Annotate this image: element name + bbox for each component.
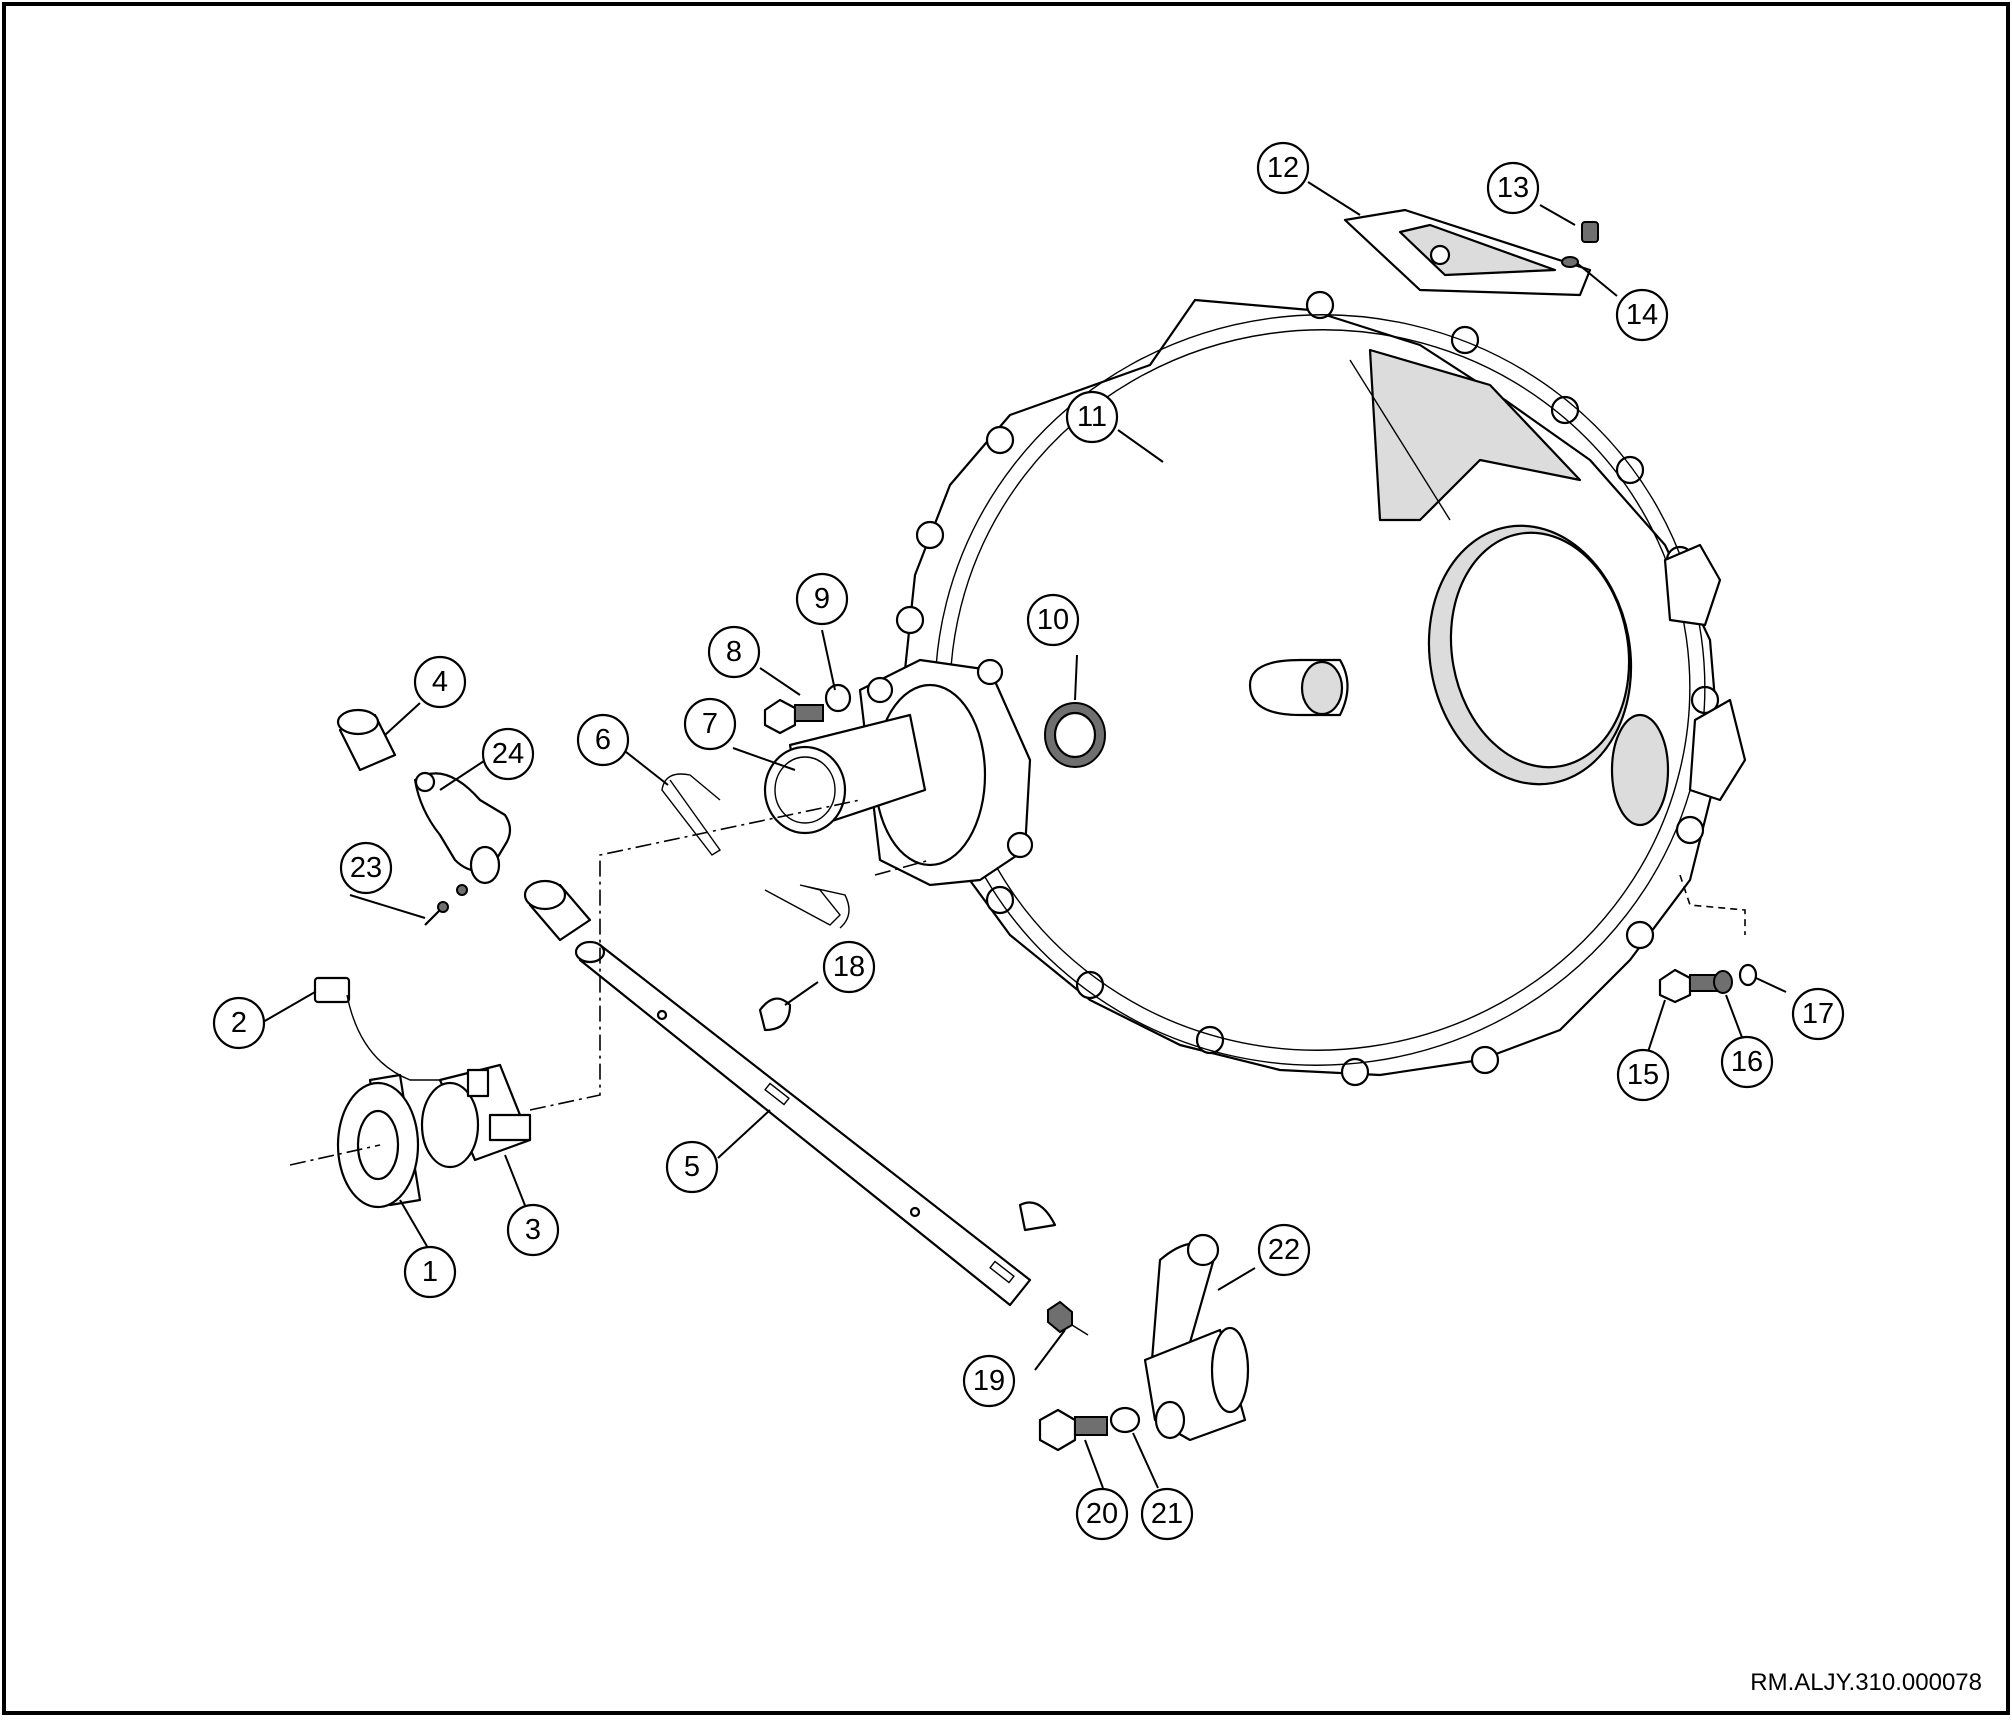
part-5-release-shaft: [574, 940, 1032, 1307]
callout-14: 14: [1615, 288, 1669, 342]
part-4-bushing: [336, 708, 397, 772]
part-16-washer: [1713, 970, 1733, 994]
svg-text:12: 12: [1267, 152, 1299, 184]
part-12-cover-plate: [1343, 208, 1592, 297]
part-23-screw: [424, 884, 468, 926]
reference-code: RM.ALJY.310.000078: [1750, 1669, 1982, 1696]
svg-text:13: 13: [1497, 172, 1529, 204]
part-17-washer: [1738, 963, 1758, 987]
callout-18: 18: [822, 940, 876, 994]
part-2-sensor: [313, 976, 460, 1081]
svg-text:22: 22: [1268, 1234, 1300, 1266]
part-8-bolt: [763, 698, 824, 735]
callout-7: 7: [683, 697, 737, 751]
svg-text:24: 24: [492, 738, 524, 770]
axis-line-bearing: [289, 1144, 381, 1166]
part-22-release-lever: [1143, 1233, 1250, 1442]
callout-10: 10: [1026, 593, 1080, 647]
svg-text:16: 16: [1731, 1046, 1763, 1078]
callout-16: 16: [1720, 1035, 1774, 1089]
callout-13: 13: [1486, 161, 1540, 215]
svg-text:8: 8: [726, 636, 742, 668]
part-9-washer: [824, 683, 852, 713]
part-11-clutch-housing: [895, 290, 1747, 1087]
callout-4: 4: [413, 655, 467, 709]
callout-6: 6: [576, 713, 630, 767]
callout-1: 1: [403, 1245, 457, 1299]
svg-text:10: 10: [1037, 604, 1069, 636]
svg-text:5: 5: [684, 1151, 700, 1183]
svg-text:18: 18: [833, 951, 865, 983]
callout-3: 3: [506, 1203, 560, 1257]
callout-9: 9: [795, 572, 849, 626]
callout-11: 11: [1065, 390, 1119, 444]
part-18-key: [758, 997, 792, 1032]
svg-text:1: 1: [422, 1256, 438, 1288]
part-14-washer: [1561, 256, 1579, 268]
shaft-bushing: [523, 879, 592, 942]
part-10-oil-seal: [1044, 702, 1106, 768]
svg-text:7: 7: [702, 708, 718, 740]
part-13-bolt: [1581, 221, 1599, 243]
svg-text:19: 19: [973, 1365, 1005, 1397]
callout-19: 19: [962, 1354, 1016, 1408]
svg-text:21: 21: [1151, 1498, 1183, 1530]
svg-text:17: 17: [1802, 998, 1834, 1030]
part-6-clip: [661, 773, 850, 929]
callout-12: 12: [1256, 141, 1310, 195]
part-19-grease-nipple: [1047, 1300, 1089, 1336]
part-20-bolt: [1038, 1408, 1108, 1452]
svg-text:9: 9: [814, 583, 830, 615]
callout-17: 17: [1791, 987, 1845, 1041]
callout-15: 15: [1616, 1048, 1670, 1102]
key-lower: [1018, 1201, 1057, 1232]
part-1-release-bearing: [336, 1073, 422, 1209]
axis-line-main: [529, 799, 861, 1111]
part-7-bearing-guide: [763, 658, 1034, 887]
svg-text:2: 2: [231, 1007, 247, 1039]
part-21-washer: [1109, 1406, 1141, 1434]
svg-text:6: 6: [595, 724, 611, 756]
callout-22: 22: [1257, 1223, 1311, 1277]
part-24-release-fork: [413, 771, 512, 885]
svg-text:11: 11: [1077, 401, 1107, 433]
callout-5: 5: [665, 1140, 719, 1194]
svg-text:20: 20: [1086, 1498, 1118, 1530]
callout-20: 20: [1075, 1487, 1129, 1541]
svg-text:3: 3: [525, 1214, 541, 1246]
callout-21: 21: [1140, 1487, 1194, 1541]
svg-text:4: 4: [432, 666, 448, 698]
part-3-bearing-sleeve: [420, 1063, 532, 1169]
callout-8: 8: [707, 625, 761, 679]
svg-text:15: 15: [1627, 1059, 1659, 1091]
leader-lines: [262, 181, 1787, 1489]
callout-24: 24: [481, 727, 535, 781]
callout-23: 23: [339, 841, 393, 895]
part-15-bolt: [1658, 968, 1719, 1004]
axis-line-guide: [874, 859, 931, 876]
svg-text:23: 23: [350, 852, 382, 884]
svg-text:14: 14: [1626, 299, 1658, 331]
callout-2: 2: [212, 996, 266, 1050]
